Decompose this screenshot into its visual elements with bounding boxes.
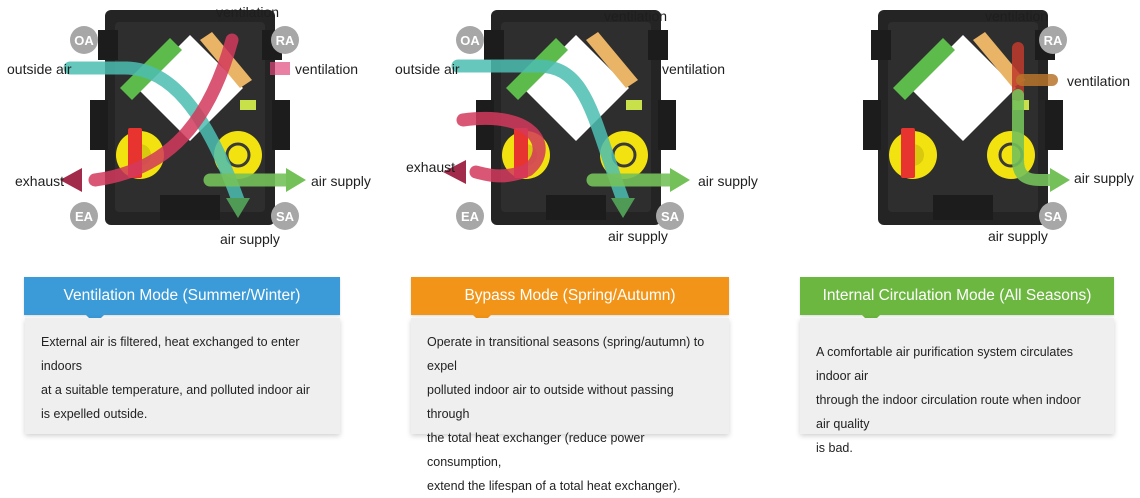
description-line: Operate in transitional seasons (spring/… [427,335,705,373]
circulation-mode-description: A comfortable air purification system ci… [800,318,1114,455]
label-air-supply-bottom: air supply [220,231,280,247]
arrow-down-air-supply [611,198,635,218]
label-ventilation-right: ventilation [1067,73,1130,89]
ventilation-flow [270,62,290,75]
description-line: the total heat exchanger (reduce power c… [427,431,645,469]
ventilation-mode-description: External air is filtered, heat exchanged… [25,318,340,434]
bypass-mode-title: Bypass Mode (Spring/Autumn) [411,277,729,324]
exhaust-arrow [443,160,466,184]
heat-exchanger-unit [90,10,290,225]
description-line: is bad. [816,441,853,455]
badge-ea: EA [456,202,484,230]
supply-arrow [1050,168,1070,192]
description-line: through the indoor circulation route whe… [816,393,1081,431]
description-line: polluted indoor air to outside without p… [427,383,674,421]
label-air-supply-bottom: air supply [988,228,1048,244]
label-ventilation-top: ventilation [216,4,279,20]
badge-oa: OA [456,26,484,54]
badge-ra: RA [1039,26,1067,54]
label-air-supply-bottom: air supply [608,228,668,244]
label-ventilation-right: ventilation [295,61,358,77]
bypass-mode-diagram: OA EA SA ventilation ventilation outside… [395,8,758,244]
arrow-down-air-supply [226,198,250,218]
description-line: External air is filtered, heat exchanged… [41,335,300,373]
svg-text:RA: RA [1044,33,1063,48]
description-line: at a suitable temperature, and polluted … [41,383,310,397]
outside-air-flow [63,61,245,207]
svg-text:RA: RA [276,33,295,48]
label-exhaust: exhaust [406,159,455,175]
bypass-mode-description: Operate in transitional seasons (spring/… [411,318,729,493]
label-air-supply-right: air supply [1074,170,1134,186]
ventilation-mode-panel: OA RA EA SA ventilation ventilation outs… [0,0,380,445]
bypass-mode-panel: OA EA SA ventilation ventilation outside… [388,0,768,493]
return-air-flow [88,33,239,187]
svg-text:EA: EA [75,209,94,224]
badge-sa: SA [271,202,299,230]
circulation-mode-diagram: RA SA ventilation ventilation air supply… [863,8,1134,244]
bypass-return-flow [456,112,546,183]
airflow-arrows [1012,42,1070,192]
badge-sa: SA [656,202,684,230]
label-ventilation-top: ventilation [604,8,667,24]
exhaust-arrow [60,168,82,192]
label-ventilation-top: ventilation [985,8,1048,24]
svg-text:EA: EA [461,209,480,224]
label-outside-air: outside air [7,61,72,77]
svg-text:OA: OA [74,33,94,48]
filter-green [893,38,955,100]
label-outside-air: outside air [395,61,460,77]
supply-arrow [670,168,690,192]
damper-red [901,128,915,178]
circulation-mode-panel: RA SA ventilation ventilation air supply… [760,0,1140,455]
circulation-flow [1012,89,1056,186]
circulation-mode-title: Internal Circulation Mode (All Seasons) [800,277,1114,324]
mode-title-text: Ventilation Mode (Summer/Winter) [63,287,301,304]
badge-oa: OA [70,26,98,54]
heat-exchanger-unit [863,10,1063,225]
badge-ea: EA [70,202,98,230]
mode-title-text: Bypass Mode (Spring/Autumn) [464,287,676,304]
svg-text:SA: SA [1044,209,1063,224]
ventilation-mode-diagram: OA RA EA SA ventilation ventilation outs… [7,4,371,247]
label-ventilation-right: ventilation [662,61,725,77]
label-exhaust: exhaust [15,173,64,189]
airflow-arrows [60,33,306,218]
description-line: is expelled outside. [41,407,148,421]
label-air-supply-right: air supply [698,173,758,189]
badge-sa: SA [1039,202,1067,230]
outside-air-flow [451,59,630,207]
svg-text:SA: SA [276,209,295,224]
description-line: A comfortable air purification system ci… [816,345,1074,383]
label-air-supply-right: air supply [311,173,371,189]
description-line: extend the lifespan of a total heat exch… [427,479,681,493]
supply-arrow [286,168,306,192]
svg-text:OA: OA [460,33,480,48]
badge-ra: RA [271,26,299,54]
svg-text:SA: SA [661,209,680,224]
airflow-arrows [443,59,690,218]
ventilation-mode-title: Ventilation Mode (Summer/Winter) [24,277,340,324]
filter-orange [586,32,638,88]
mode-title-text: Internal Circulation Mode (All Seasons) [822,287,1092,304]
